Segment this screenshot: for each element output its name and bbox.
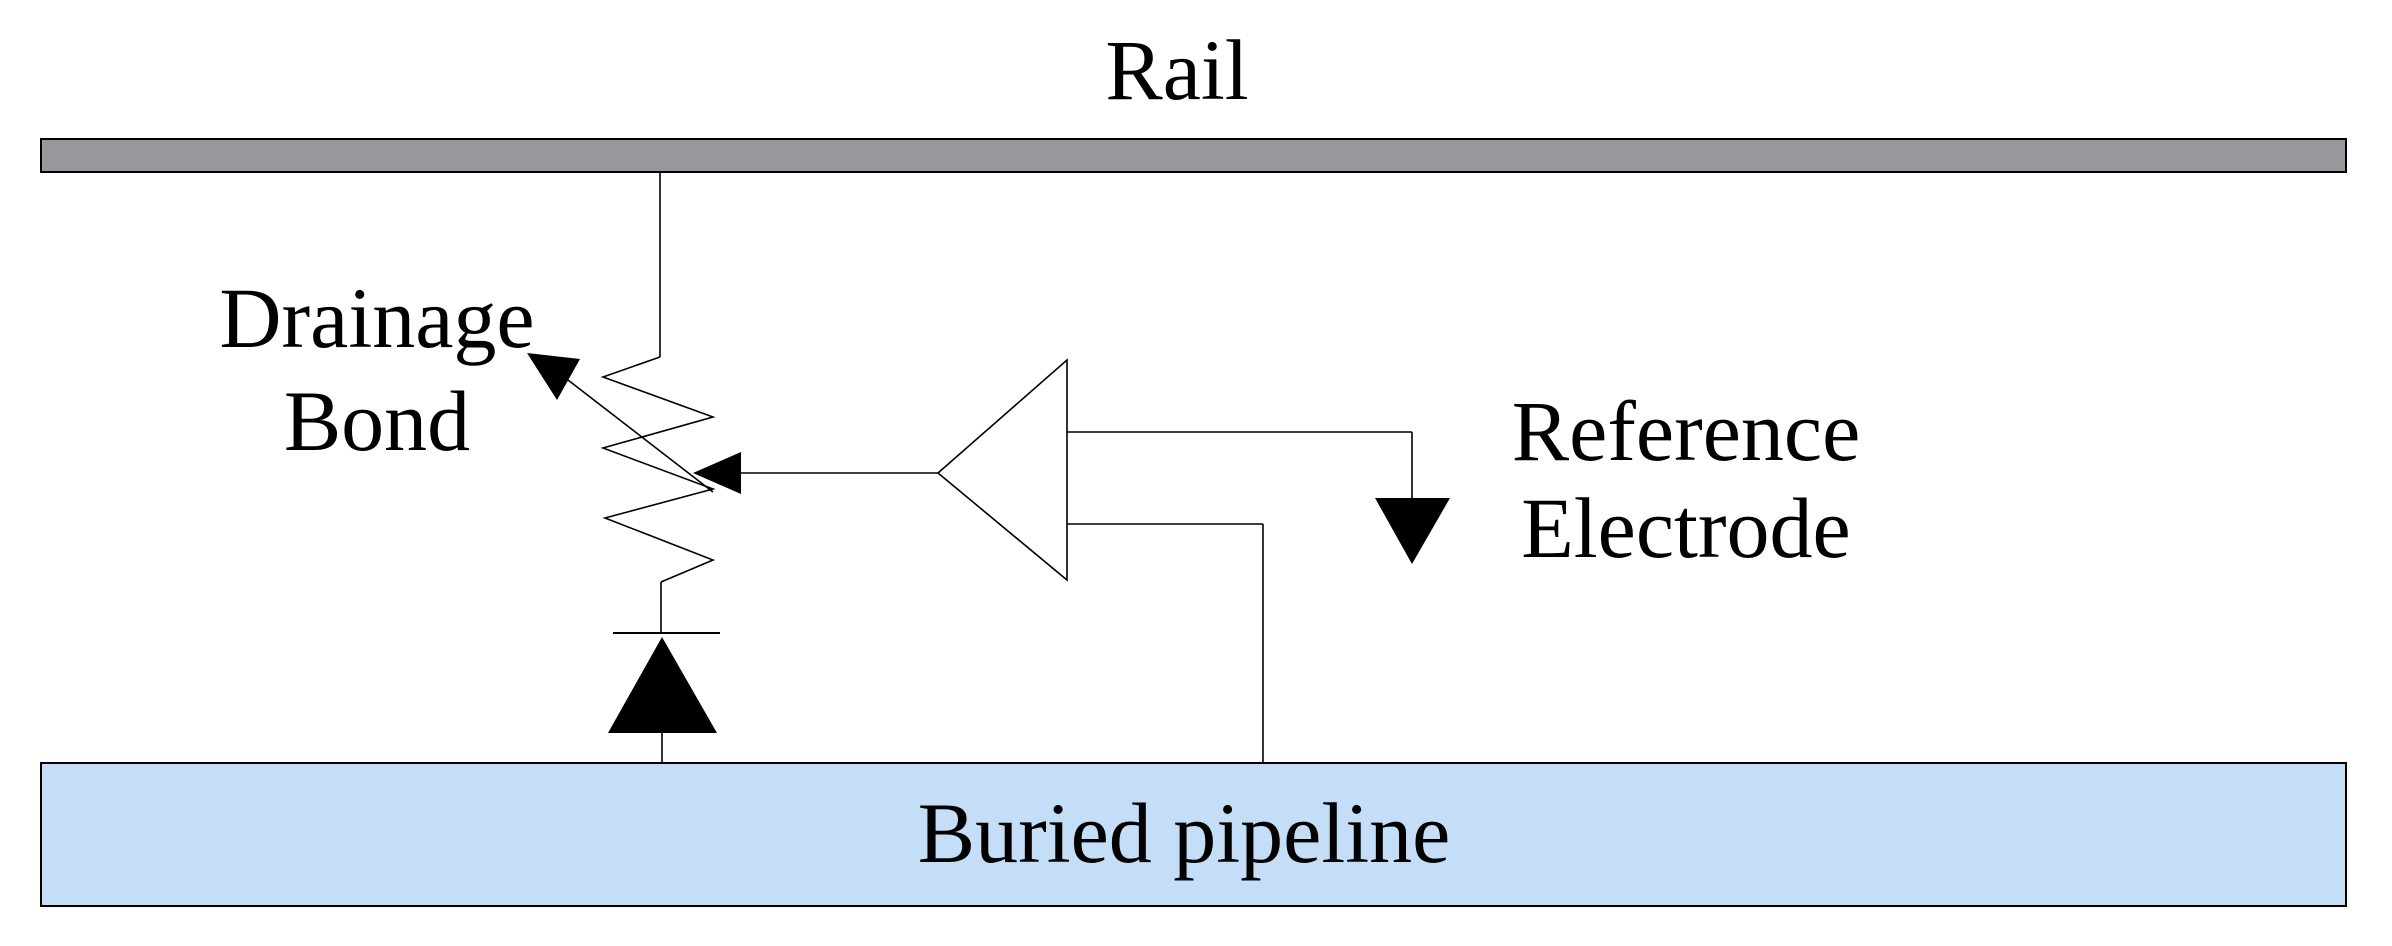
reference-electrode-label-line2: Electrode [1521, 480, 1850, 576]
potentiometer-wiper-line [567, 379, 714, 493]
reference-electrode-label-line1: Reference [1512, 383, 1861, 479]
diode-icon [608, 637, 717, 733]
rail-bar [40, 138, 2347, 173]
amplifier-triangle-icon [936, 358, 1068, 582]
control-arrowhead-icon [693, 452, 741, 494]
pipeline-bar [40, 762, 2347, 907]
reference-electrode-icon [1375, 498, 1450, 564]
potentiometer-resistor-icon [600, 356, 716, 583]
wiper-arrowhead-icon [527, 353, 580, 400]
rail-label: Rail [1105, 22, 1248, 118]
drainage-bond-label-line2: Bond [284, 373, 470, 469]
drainage-bond-label-line1: Drainage [219, 270, 534, 366]
buried-pipeline-label: Buried pipeline [918, 785, 1451, 881]
